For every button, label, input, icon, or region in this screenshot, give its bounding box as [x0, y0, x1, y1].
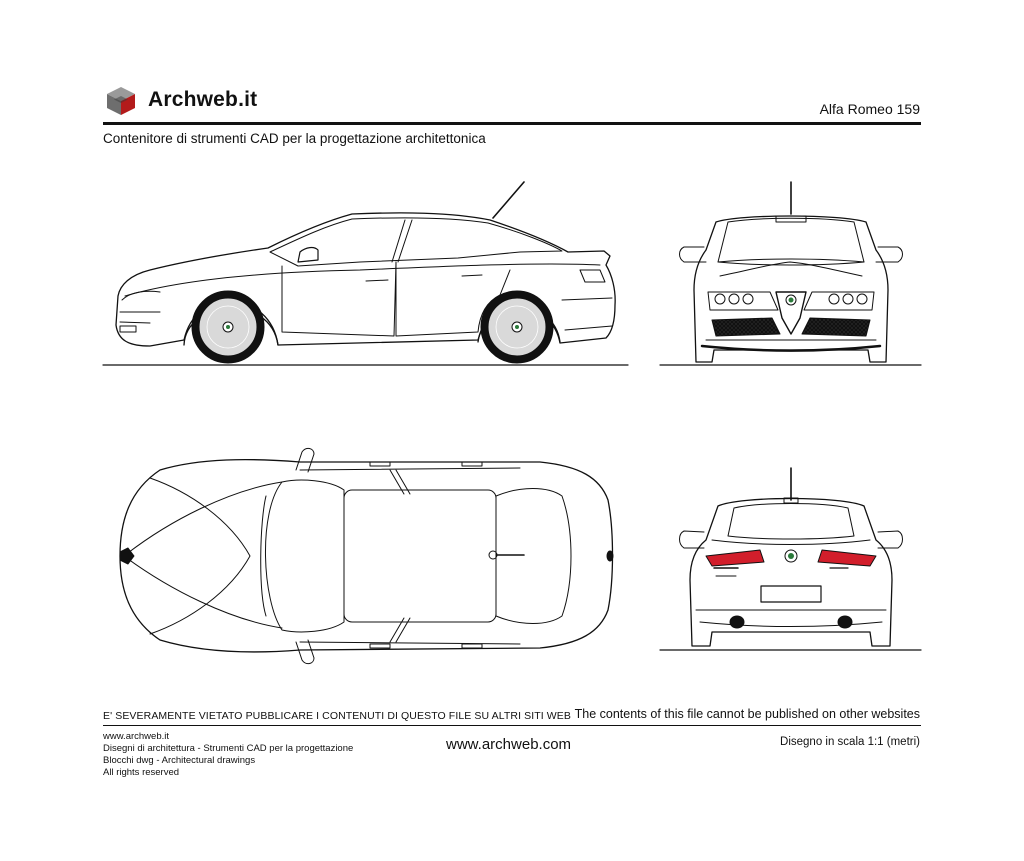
scale-note: Disegno in scala 1:1 (metri) — [780, 736, 920, 748]
front-view — [659, 181, 922, 366]
drawing-title: Alfa Romeo 159 — [819, 101, 920, 117]
footer-rights-line: All rights reserved — [103, 767, 180, 778]
footer-website-link[interactable]: www.archweb.it — [103, 731, 169, 742]
footer-credit-line: Blocchi dwg - Architectural drawings — [103, 755, 256, 766]
side-view — [102, 181, 629, 366]
footer-credits: www.archweb.it Disegni di architettura -… — [103, 731, 353, 779]
header-divider — [103, 122, 921, 125]
footer-center-url[interactable]: www.archweb.com — [446, 736, 572, 753]
copyright-notice-italian: E' SEVERAMENTE VIETATO PUBBLICARE I CONT… — [103, 710, 571, 722]
footer-divider — [103, 725, 921, 726]
copyright-notice-english: The contents of this file cannot be publ… — [574, 707, 920, 721]
page-subtitle: Contenitore di strumenti CAD per la prog… — [103, 131, 486, 146]
top-view — [119, 447, 614, 665]
footer-credit-line: Disegni di architettura - Strumenti CAD … — [103, 743, 354, 754]
brand-name[interactable]: Archweb.it — [148, 88, 258, 111]
antenna — [492, 181, 525, 219]
rear-wheel — [480, 290, 554, 364]
archweb-logo-icon — [107, 87, 135, 115]
rear-view — [659, 467, 922, 651]
front-wheel — [191, 290, 265, 364]
